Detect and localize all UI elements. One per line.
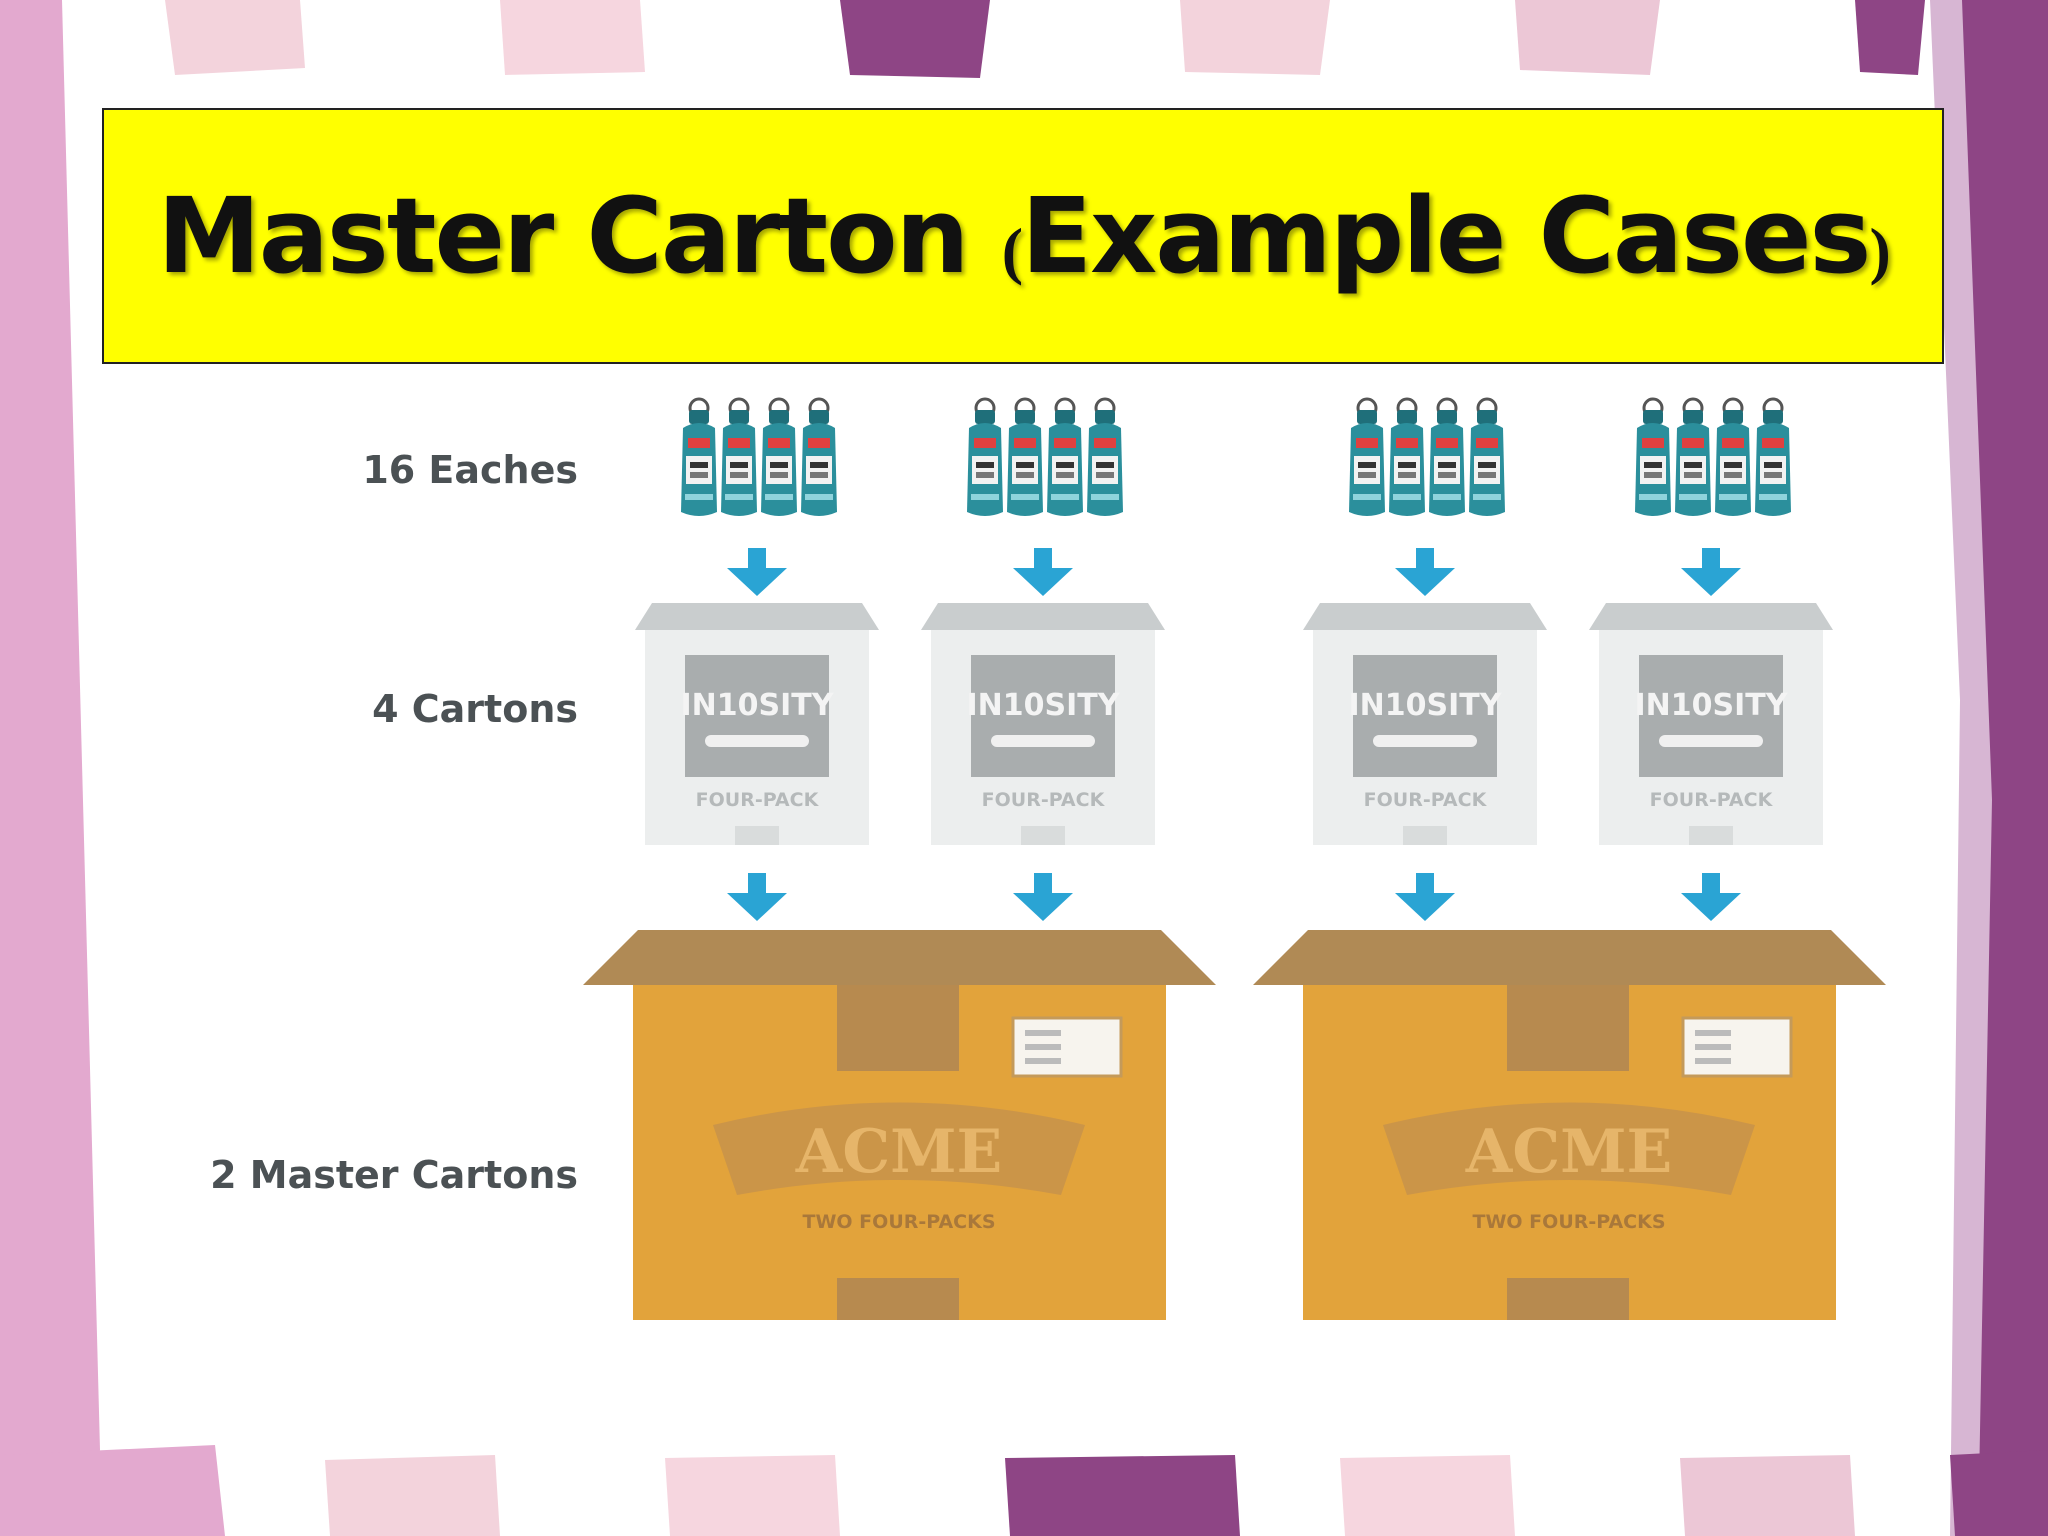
water-bottle-icon (1469, 397, 1505, 516)
down-arrow-icon (1681, 873, 1741, 921)
carton-pack-label: FOUR-PACK (696, 789, 820, 811)
carton-pack-label: FOUR-PACK (1364, 789, 1488, 811)
label-master-cartons: 2 Master Cartons (210, 1153, 578, 1197)
carton-brand: IN10SITY (681, 688, 835, 723)
water-bottle-icon (801, 397, 837, 516)
water-bottle-icon (1755, 397, 1791, 516)
carton-pack-label: FOUR-PACK (1650, 789, 1774, 811)
label-cartons: 4 Cartons (372, 687, 578, 731)
water-bottle-icon (1715, 397, 1751, 516)
down-arrow-icon (727, 873, 787, 921)
four-pack-carton-icon: IN10SITY FOUR-PACK (921, 603, 1165, 845)
down-arrow-icon (1013, 873, 1073, 921)
master-brand: ACME (795, 1117, 1002, 1187)
down-arrow-icon (1395, 873, 1455, 921)
title-box: Master Carton (Example Cases) (102, 108, 1944, 364)
page-title: Master Carton (Example Cases) (157, 175, 1891, 297)
four-pack-carton-icon: IN10SITY FOUR-PACK (635, 603, 879, 845)
title-sub: Example Cases (1021, 175, 1871, 297)
water-bottle-icon (1635, 397, 1671, 516)
shipping-box-icon: ACME TWO FOUR-PACKS (1253, 930, 1886, 1320)
label-eaches: 16 Eaches (362, 448, 578, 492)
carton-pack-label: FOUR-PACK (982, 789, 1106, 811)
water-bottle-icon (761, 397, 797, 516)
water-bottle-icon (1047, 397, 1083, 516)
water-bottle-icon (681, 397, 717, 516)
water-bottle-icon (1007, 397, 1043, 516)
water-bottle-icon (967, 397, 1003, 516)
water-bottle-icon (1675, 397, 1711, 516)
carton-brand: IN10SITY (1349, 688, 1503, 723)
title-paren-open: ( (1001, 215, 1023, 286)
down-arrow-icon (1681, 548, 1741, 596)
water-bottle-icon (1429, 397, 1465, 516)
down-arrow-icon (1013, 548, 1073, 596)
master-pack-label: TWO FOUR-PACKS (803, 1211, 996, 1233)
down-arrow-icon (1395, 548, 1455, 596)
master-pack-label: TWO FOUR-PACKS (1473, 1211, 1666, 1233)
shipping-box-icon: ACME TWO FOUR-PACKS (583, 930, 1216, 1320)
water-bottle-icon (1087, 397, 1123, 516)
carton-brand: IN10SITY (1635, 688, 1789, 723)
four-pack-carton-icon: IN10SITY FOUR-PACK (1589, 603, 1833, 845)
four-pack-carton-icon: IN10SITY FOUR-PACK (1303, 603, 1547, 845)
water-bottle-icon (1349, 397, 1385, 516)
title-main: Master Carton (157, 175, 1002, 297)
water-bottle-icon (1389, 397, 1425, 516)
down-arrow-icon (727, 548, 787, 596)
master-brand: ACME (1465, 1117, 1672, 1187)
water-bottle-icon (721, 397, 757, 516)
title-paren-close: ) (1869, 215, 1890, 286)
carton-brand: IN10SITY (967, 688, 1121, 723)
